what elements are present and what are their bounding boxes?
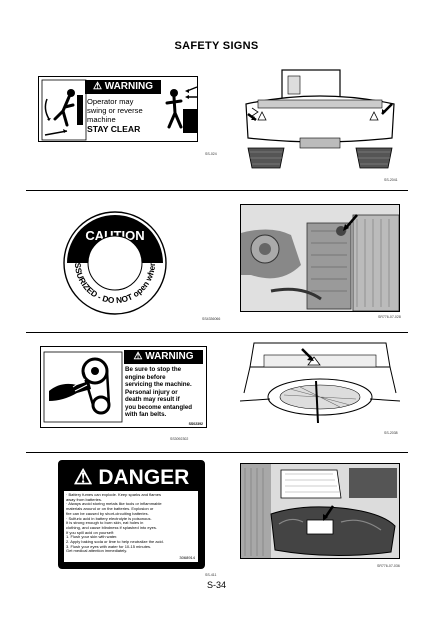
section-divider <box>26 452 408 453</box>
pressurized-caution-sign: CAUTION PRESSURIZED - DO NOT open when h… <box>59 202 168 316</box>
warning-heading: ⚠ WARNING <box>85 80 161 94</box>
section-divider <box>26 190 408 191</box>
sign-caption: SS-411 <box>205 573 217 577</box>
radiator-cap-photo <box>240 204 400 312</box>
sign-code: 3068914 <box>179 555 195 561</box>
danger-heading: ⚠ DANGER <box>73 466 190 489</box>
sign-caption: SS-024 <box>205 152 217 156</box>
fan-shroud-photo <box>240 337 400 427</box>
operator-swing-pictogram <box>41 79 87 141</box>
warning-triangle-icon: ⚠ <box>92 81 102 92</box>
page-title: SAFETY SIGNS <box>174 40 259 52</box>
person-crushed-pictogram <box>165 86 198 133</box>
warning-body: Be sure to stop the engine before servic… <box>125 366 193 418</box>
danger-body: · Battery fumes can explode. Keep sparks… <box>64 491 198 562</box>
hand-entangled-fan-pictogram <box>43 351 123 423</box>
page-number: S-34 <box>206 580 226 590</box>
swing-warning-sign: ⚠ WARNING Operator may swing or reverse … <box>38 76 198 142</box>
battery-danger-sign: ⚠ DANGER · Battery fumes can explode. Ke… <box>58 460 205 569</box>
sign-caption: SS3092302 <box>170 437 189 441</box>
sign-caption: SS4336066 <box>202 317 221 321</box>
photo-caption: SS-2038 <box>384 431 398 435</box>
stay-clear-text: STAY CLEAR <box>87 124 141 134</box>
warning-body: Operator may swing or reverse machine <box>87 97 143 124</box>
fan-belt-warning-sign: ⚠ WARNING Be sure to stop the engine bef… <box>40 346 207 428</box>
section-divider <box>26 332 408 333</box>
warning-heading: ⚠ WARNING <box>124 350 203 364</box>
photo-caption: SS-2041 <box>384 178 398 182</box>
battery-compartment-photo <box>240 463 400 559</box>
photo-caption: SR776-07-036 <box>377 564 400 568</box>
warning-triangle-icon: ⚠ <box>133 351 143 362</box>
machine-rear-photo <box>240 64 400 174</box>
danger-triangle-icon: ⚠ <box>73 466 93 489</box>
sign-code: SS02392 <box>188 422 203 426</box>
photo-caption: SR776-07-028 <box>378 315 401 319</box>
